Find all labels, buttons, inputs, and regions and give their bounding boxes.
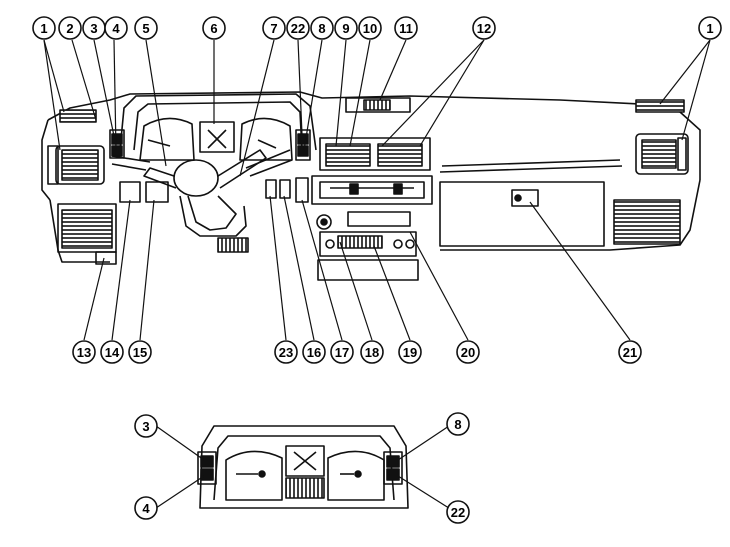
leader-lines: [43, 39, 711, 511]
svg-text:11: 11: [399, 21, 413, 36]
svg-text:2: 2: [66, 21, 73, 36]
callout-17: 17: [330, 340, 354, 364]
svg-text:22: 22: [451, 505, 465, 520]
main-dashboard-drawing: [41, 91, 701, 281]
callout-12: 12: [472, 16, 496, 40]
left-stalk: [111, 155, 151, 171]
callout-1-right: 1: [698, 16, 722, 40]
svg-text:20: 20: [461, 345, 475, 360]
callout-cluster-4: 4: [134, 496, 158, 520]
cigarette-lighter: [316, 214, 332, 230]
callout-16: 16: [302, 340, 326, 364]
callout-22: 22: [286, 16, 310, 40]
svg-text:23: 23: [279, 345, 293, 360]
heater-control-panel: [311, 175, 433, 205]
right-side-vent: [635, 133, 689, 175]
cluster-detail-speedometer: [225, 450, 283, 501]
instrument-cluster-detail-drawing: [197, 425, 409, 509]
svg-text:7: 7: [270, 21, 277, 36]
svg-text:13: 13: [77, 345, 91, 360]
svg-text:17: 17: [335, 345, 349, 360]
callout-cluster-3: 3: [134, 414, 158, 438]
svg-text:8: 8: [318, 21, 325, 36]
callout-14: 14: [100, 340, 124, 364]
callout-13: 13: [72, 340, 96, 364]
callout-cluster-22: 22: [446, 500, 470, 524]
svg-text:21: 21: [623, 345, 637, 360]
svg-text:12: 12: [477, 21, 491, 36]
svg-text:3: 3: [142, 419, 149, 434]
callout-20: 20: [456, 340, 480, 364]
svg-text:6: 6: [210, 21, 217, 36]
callout-15: 15: [128, 340, 152, 364]
callout-1-left: 1: [32, 16, 56, 40]
svg-text:8: 8: [454, 417, 461, 432]
svg-text:1: 1: [706, 21, 713, 36]
svg-text:4: 4: [142, 501, 150, 516]
glove-box: [439, 181, 605, 247]
svg-text:15: 15: [133, 345, 147, 360]
steering-wheel-hub: [173, 159, 219, 197]
instrument-hood: [119, 93, 317, 151]
svg-text:18: 18: [365, 345, 379, 360]
callout-4: 4: [104, 16, 128, 40]
svg-text:9: 9: [342, 21, 349, 36]
center-top-display: [345, 97, 411, 113]
callout-8: 8: [310, 16, 334, 40]
callout-cluster-8: 8: [446, 412, 470, 436]
glove-box-latch: [511, 189, 539, 207]
svg-text:4: 4: [112, 21, 120, 36]
center-vents: [319, 137, 431, 171]
callout-18: 18: [360, 340, 384, 364]
callout-21: 21: [618, 340, 642, 364]
callout-11: 11: [394, 16, 418, 40]
callout-3: 3: [82, 16, 106, 40]
svg-text:5: 5: [142, 21, 149, 36]
right-stalk: [245, 149, 293, 177]
warning-light-panel: [199, 121, 235, 153]
callout-19: 19: [398, 340, 422, 364]
left-switch-block: [109, 129, 125, 159]
callout-9: 9: [334, 16, 358, 40]
callout-5: 5: [134, 16, 158, 40]
storage-pocket: [317, 259, 419, 281]
callouts: 1 2 3 4 5 6 7 22 8 9 10 11 12 1 13 14 15…: [32, 16, 722, 524]
svg-text:10: 10: [363, 21, 377, 36]
svg-text:22: 22: [291, 21, 305, 36]
left-side-vent: [55, 145, 105, 185]
svg-text:1: 1: [40, 21, 47, 36]
svg-text:3: 3: [90, 21, 97, 36]
tachometer-outline: [239, 117, 293, 161]
svg-text:19: 19: [403, 345, 417, 360]
callout-6: 6: [202, 16, 226, 40]
callout-7: 7: [262, 16, 286, 40]
callout-2: 2: [58, 16, 82, 40]
callout-23: 23: [274, 340, 298, 364]
callout-10: 10: [358, 16, 382, 40]
svg-text:14: 14: [105, 345, 120, 360]
svg-text:16: 16: [307, 345, 321, 360]
speedometer-outline: [139, 117, 195, 161]
